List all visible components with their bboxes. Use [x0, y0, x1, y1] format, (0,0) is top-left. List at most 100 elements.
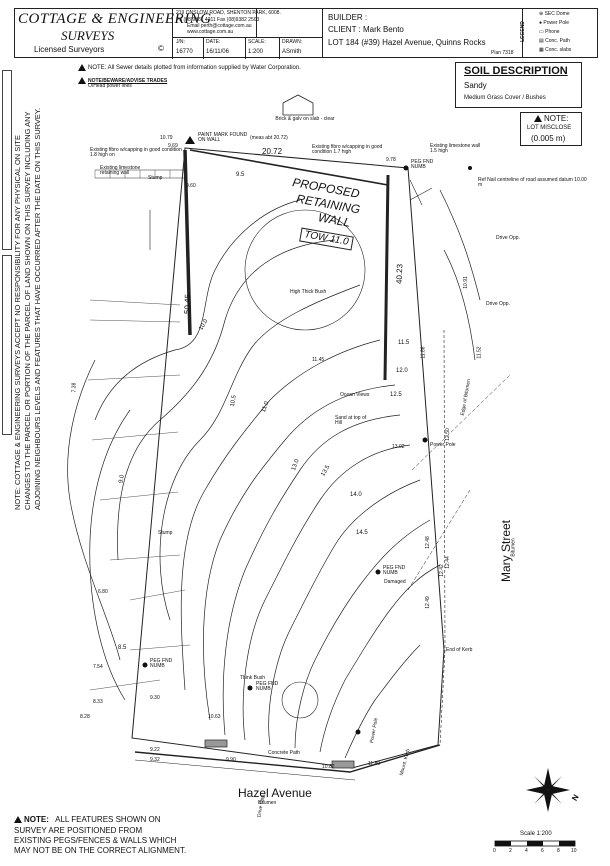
spot-level: 11.86: [420, 346, 427, 359]
legend-item-sec-dome: ⊕ SEC Dome: [539, 12, 570, 17]
contour-label: 8.5: [118, 645, 127, 651]
spot-level: 11.52: [476, 346, 483, 359]
drawn-label: DRAWN:: [282, 39, 303, 45]
scale-value: 1:200: [248, 49, 264, 55]
peg-marker-top: [403, 165, 409, 171]
power-pole-icon: [422, 437, 428, 443]
sand-hill-circle: [244, 209, 366, 331]
date-value: 16/11/06: [206, 49, 229, 55]
spot-level: 9.30: [150, 695, 160, 701]
spot-level: 12.42: [438, 564, 445, 577]
contour-label: 14.5: [356, 530, 368, 536]
scale-tick: 10: [571, 848, 577, 854]
spot-level: 6.80: [98, 589, 108, 595]
warning-icon: [78, 77, 86, 84]
phone-icon: ▭: [539, 29, 544, 35]
legend-item-power-pole: ● Power Pole: [539, 21, 569, 26]
spot-level: 7.54: [93, 664, 103, 670]
spot-level: 9.69: [168, 143, 178, 149]
retaining-wall-3: [383, 174, 390, 381]
sand-hill-label: Sand at top of Hill: [335, 415, 367, 426]
legend-item-phone: ▭ Phone: [539, 30, 560, 35]
spot-level: 9.22: [150, 747, 160, 753]
drive-opp-2: Drive Opp.: [486, 301, 510, 307]
compass-rose: [526, 768, 570, 812]
legend-item-conc-slabs: ▦ Conc. slabs: [539, 48, 571, 53]
conc-slab-icon: ▦: [539, 47, 544, 53]
dim-left-label: 50.45: [182, 293, 193, 315]
spot-level: 9.32: [150, 757, 160, 763]
copyright-mark: ©: [158, 44, 164, 53]
sewer-note: NOTE: All Sewer details plotted from inf…: [78, 64, 301, 71]
spot-level: 9.78: [386, 157, 396, 163]
spot-level: 12.49: [424, 596, 431, 609]
scale-bar-graphic: [494, 840, 576, 847]
legend-label: SEC Dome: [544, 11, 570, 17]
contour-label: 12.5: [390, 392, 402, 398]
peg-mid-label: PEG FND NUMB: [383, 565, 406, 576]
misclose-line1: LOT MISCLOSE: [527, 125, 572, 131]
meas-top-label: (meas abt 20.72): [250, 135, 288, 141]
ref-nail-icon: [468, 166, 472, 170]
job-info-grid: J/N: 16770 DATE: 16/11/06 SCALE: 1:200 D…: [172, 37, 323, 59]
mary-street-edge: [439, 329, 446, 746]
bottom-note-title: NOTE:: [24, 815, 49, 824]
spot-level: 11.80: [368, 761, 381, 767]
bush-circle: [281, 681, 319, 719]
spot-level: 13.02: [392, 444, 405, 450]
stump-label: Stump: [148, 175, 163, 181]
warning-icon: [14, 816, 22, 824]
power-pole-label-1: Power Pole: [430, 442, 456, 448]
spot-level: 10.91: [462, 276, 469, 289]
contour-label: 12.0: [396, 368, 408, 374]
peg-top-label: PEG FND NUMB: [411, 159, 434, 170]
drive-opp-1: Drive Opp.: [496, 235, 520, 241]
dim-top-label: 20.72: [262, 147, 283, 156]
damaged-label: Damaged: [384, 579, 406, 585]
power-note: NOTE/BEWARE/ADVISE TRADES: [78, 77, 167, 84]
soil-line2: Medium Grass Cover / Bushes: [464, 95, 546, 101]
legend-item-conc-path: ▤ Conc. Path: [539, 39, 570, 44]
misclose-title-text: NOTE:: [544, 114, 569, 123]
lot-line: LOT 184 (#39) Hazel Avenue, Quinns Rocks: [328, 38, 486, 47]
paint-mark-triangle: [185, 136, 195, 144]
hazel-avenue-label: Hazel Avenue: [238, 786, 312, 800]
scale-tick: 0: [493, 848, 496, 854]
soil-description-box: SOIL DESCRIPTION Sandy Medium Grass Cove…: [455, 62, 582, 108]
legend-panel: LEGEND ⊕ SEC Dome ● Power Pole ▭ Phone ▤…: [520, 9, 599, 57]
company-logo: COTTAGE & ENGINEERING SURVEYS Licensed S…: [16, 10, 211, 56]
warning-icon: [78, 64, 86, 71]
client-info: BUILDER : CLIENT : Mark Bento LOT 184 (#…: [322, 9, 523, 57]
sewer-note-text: NOTE: All Sewer details plotted from inf…: [88, 65, 301, 72]
spot-level: 9.90: [226, 757, 236, 763]
builder-label: BUILDER :: [328, 13, 368, 22]
paint-mark-label: PAINT MARK FOUND ON WALL: [198, 132, 248, 143]
spot-level: 9.60: [186, 183, 196, 189]
side-small-print-2: [2, 255, 12, 435]
address: 219 ONSLOW ROAD, SHENTON PARK, 6008.: [176, 10, 281, 16]
stump-label-2: Stump: [158, 530, 173, 536]
contour-label: 9.5: [236, 172, 245, 178]
side-small-print: [2, 70, 12, 250]
contour-label: 11.5: [398, 340, 410, 346]
legend-label: Conc. slabs: [545, 47, 572, 53]
misclose-title: NOTE:: [534, 115, 568, 123]
power-pole-icon-2: [355, 729, 361, 735]
contour-label: 14.0: [350, 492, 362, 498]
conc-path-icon: ▤: [539, 38, 544, 44]
spot-level: 11.45: [312, 357, 325, 363]
peg-marker-bottom: [247, 685, 253, 691]
spot-level: 8.33: [93, 699, 103, 705]
bottom-note-line1: NOTE: ALL FEATURES SHOWN ON: [14, 816, 160, 824]
concrete-slab-1: [204, 739, 228, 748]
end-kerb-label: End of Kerb: [446, 647, 473, 653]
thick-bush-label: Think Bush: [240, 675, 266, 681]
limestone-label: Existing limestone retaining wall: [100, 165, 141, 176]
peg-marker-mid: [375, 569, 381, 575]
concrete-slab-2: [331, 760, 355, 769]
bottom-note-text-3: EXISTING PEGS/FENCES & WALLS WHICH: [14, 836, 177, 845]
retaining-wall-2: [189, 149, 389, 186]
company-subtitle: Licensed Surveyors: [34, 45, 105, 54]
ocean-views-label: Ocean Views: [340, 392, 370, 398]
